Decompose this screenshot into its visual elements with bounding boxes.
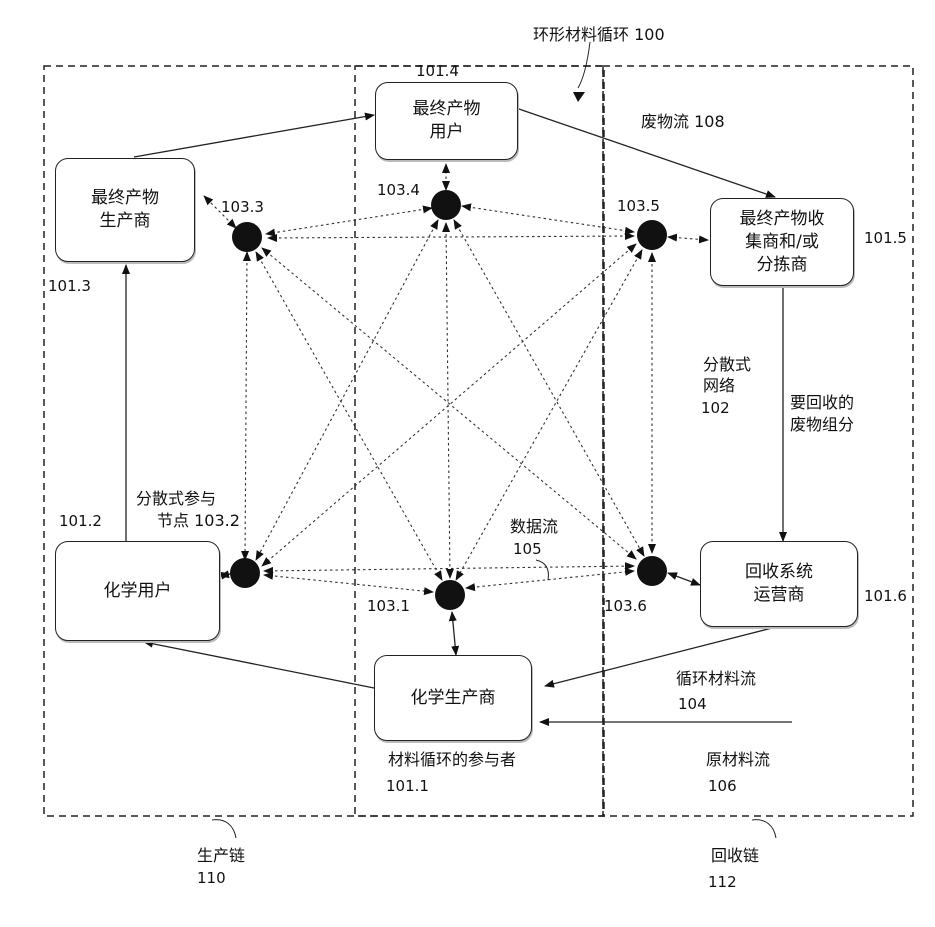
label-101.4: 101.4 <box>416 61 459 81</box>
data-link-103.3-103.2 <box>245 252 247 560</box>
data-link-103.4-103.6 <box>454 220 644 556</box>
participants-label-1: 材料循环的参与者 <box>388 750 516 770</box>
node-103.2 <box>230 558 260 588</box>
data-link-103.3-103.6 <box>262 248 636 559</box>
waste-flow-label: 废物流 108 <box>641 112 725 132</box>
production-chain-label-2: 110 <box>197 868 226 888</box>
chem-user-line-1: 化学用户 <box>104 580 172 603</box>
recycle-components-label-1: 要回收的 <box>790 393 854 413</box>
diagram-title: 环形材料循环 100 <box>533 25 665 45</box>
collector-sorter-box: 最终产物收集商和/或分拣商 <box>710 198 854 286</box>
label-101.6: 101.6 <box>864 586 907 606</box>
label-103.6: 103.6 <box>604 596 647 616</box>
end-producer-line-2: 生产商 <box>91 210 159 233</box>
node-103.2-label: 节点 103.2 <box>157 511 240 531</box>
circular-material-flow-label-2: 104 <box>678 694 707 714</box>
node-103.5 <box>637 220 667 250</box>
recycling-chain-region <box>603 66 913 816</box>
recycling-chain-leader <box>752 820 776 838</box>
data-link-103.3-103.5 <box>268 236 634 238</box>
label-103.3: 103.3 <box>221 197 264 217</box>
end-producer-line-1: 最终产物 <box>91 187 159 210</box>
flow-end-producer-to-end-user <box>134 115 374 157</box>
recycler-line-2: 运营商 <box>745 584 813 607</box>
data-link-103.4-103.1 <box>446 223 450 578</box>
data-link-103.3-103.1 <box>256 252 442 580</box>
link-103.5-collector <box>668 237 708 240</box>
label-103.4: 103.4 <box>377 180 420 200</box>
node-103.4 <box>431 190 461 220</box>
link-103.2-chem-user <box>220 574 230 576</box>
title-leader <box>578 42 590 88</box>
label-101.2: 101.2 <box>59 511 102 531</box>
collector-line-1: 最终产物收 <box>740 208 825 231</box>
node-103.3 <box>232 222 262 252</box>
raw-material-flow-label-1: 原材料流 <box>706 750 770 770</box>
distributed-network-label-1: 分散式 <box>703 355 751 375</box>
label-101.3: 101.3 <box>48 276 91 296</box>
raw-material-flow-label-2: 106 <box>708 776 737 796</box>
collector-line-2: 集商和/或 <box>740 231 825 254</box>
collector-line-3: 分拣商 <box>740 254 825 277</box>
data-link-103.1-103.6 <box>466 571 634 588</box>
distributed-participant-label: 分散式参与 <box>136 489 216 509</box>
node-103.1 <box>435 580 465 610</box>
data-link-103.4-103.5 <box>462 206 634 232</box>
recycler-line-1: 回收系统 <box>745 561 813 584</box>
distributed-network-label-2: 网络 <box>703 376 735 396</box>
data-link-103.2-103.1 <box>264 575 433 592</box>
label-103.5: 103.5 <box>617 196 660 216</box>
end-user-line-1: 最终产物 <box>413 98 481 121</box>
label-101.5: 101.5 <box>864 228 907 248</box>
flow-chem-producer-to-chem-user <box>144 642 374 688</box>
label-103.1: 103.1 <box>367 596 410 616</box>
recycle-components-label-2: 废物组分 <box>790 415 854 435</box>
node-103.6 <box>637 556 667 586</box>
end-product-user-box: 最终产物用户 <box>375 82 518 160</box>
chem-producer-line-1: 化学生产商 <box>411 687 496 710</box>
chemical-user-box: 化学用户 <box>55 541 220 641</box>
data-link-103.4-103.3 <box>266 208 432 234</box>
data-flow-label-1: 数据流 <box>510 517 558 537</box>
production-chain-leader <box>212 820 236 838</box>
data-link-103.5-103.2 <box>262 244 636 566</box>
circular-material-flow-label-1: 循环材料流 <box>676 669 756 689</box>
data-flow-label-2: 105 <box>513 539 542 559</box>
link-103.1-chem-producer <box>452 612 456 655</box>
link-103.6-recycler <box>668 573 700 585</box>
title-leader-arrowhead <box>573 92 585 102</box>
data-flow-leader <box>536 560 548 580</box>
participants-label-2: 101.1 <box>386 776 429 796</box>
end-product-producer-box: 最终产物生产商 <box>55 158 195 262</box>
data-link-103.2-103.6 <box>264 566 634 571</box>
recycling-chain-label-2: 112 <box>708 872 737 892</box>
data-link-103.4-103.2 <box>256 220 438 560</box>
end-user-line-2: 用户 <box>413 121 481 144</box>
production-chain-label-1: 生产链 <box>197 846 245 866</box>
recycling-operator-box: 回收系统运营商 <box>700 541 858 627</box>
distributed-network-label-3: 102 <box>701 398 730 418</box>
recycling-chain-label-1: 回收链 <box>711 846 759 866</box>
chemical-producer-box: 化学生产商 <box>374 655 532 741</box>
